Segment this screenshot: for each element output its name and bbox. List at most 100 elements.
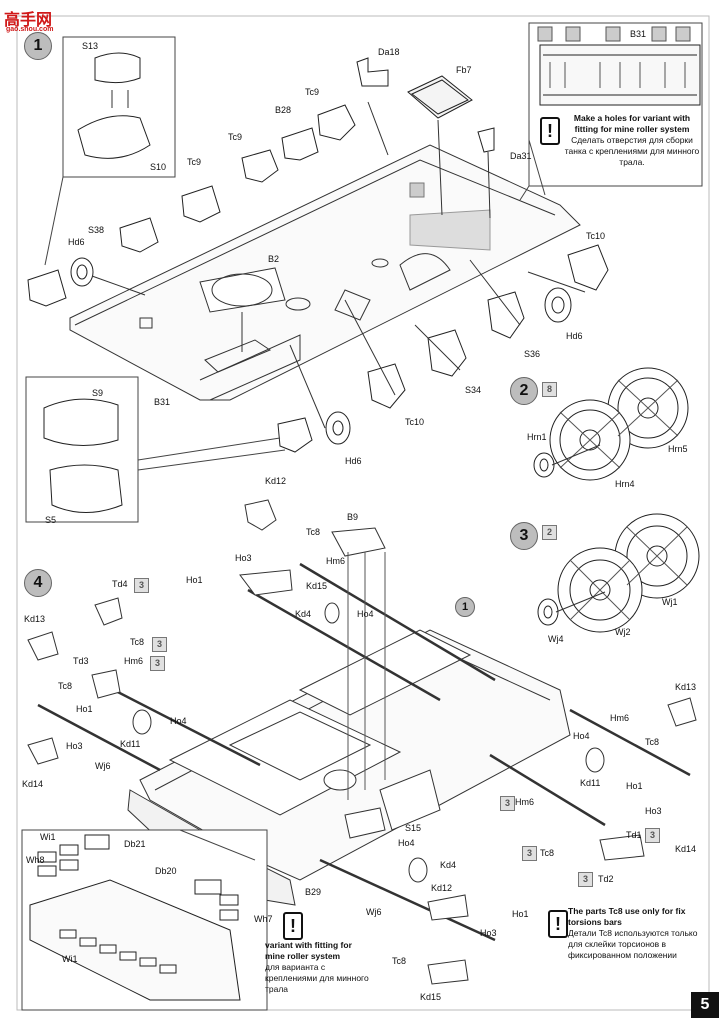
tc8-note-ru: Детали Tc8 используются только для склей… bbox=[568, 928, 698, 960]
part-label: Wj6 bbox=[366, 907, 382, 917]
variant-note-en: variant with fitting for mine roller sys… bbox=[265, 940, 352, 961]
part-label: Tc8 bbox=[130, 637, 145, 647]
watermark-url: gao.shou.com bbox=[6, 26, 54, 33]
part-label: B2 bbox=[268, 254, 280, 264]
part-label: S5 bbox=[45, 515, 57, 525]
step-ref-badge: 1 bbox=[455, 597, 475, 617]
part-label: Db21 bbox=[124, 839, 146, 849]
part-label: Wi1 bbox=[62, 954, 78, 964]
quantity-marker: 3 bbox=[645, 828, 660, 843]
tc8-note-en: The parts Tc8 use only for fix torsions … bbox=[568, 906, 686, 927]
warning-icon: ! bbox=[283, 912, 303, 940]
part-label: Kd15 bbox=[420, 992, 442, 1002]
quantity-marker: 3 bbox=[134, 578, 149, 593]
part-label: B9 bbox=[347, 512, 359, 522]
part-label: Kd14 bbox=[22, 779, 44, 789]
part-label: Hrn5 bbox=[668, 444, 688, 454]
step-2-badge: 2 bbox=[510, 377, 538, 405]
variant-note: variant with fitting for mine roller sys… bbox=[265, 940, 370, 995]
part-label: Hm6 bbox=[610, 713, 630, 723]
part-label: Kd11 bbox=[580, 778, 601, 788]
step-4-badge: 4 bbox=[24, 569, 52, 597]
part-label: Kd4 bbox=[440, 860, 457, 870]
part-label: Hm6 bbox=[124, 656, 144, 666]
quantity-marker: 3 bbox=[578, 872, 593, 887]
part-label: Wj4 bbox=[548, 634, 564, 644]
part-label: Kd12 bbox=[431, 883, 453, 893]
part-label: Kd15 bbox=[306, 581, 328, 591]
part-label: Hrn1 bbox=[527, 432, 547, 442]
part-label: Tc8 bbox=[306, 527, 321, 537]
part-label: Td4 bbox=[112, 579, 128, 589]
chassis bbox=[127, 629, 571, 906]
part-label: Tc9 bbox=[228, 132, 243, 142]
part-label: Tc10 bbox=[405, 417, 425, 427]
part-label: Tc10 bbox=[586, 231, 606, 241]
part-label: Td2 bbox=[598, 874, 614, 884]
part-label: Td1 bbox=[626, 830, 642, 840]
part-label: Ho3 bbox=[645, 806, 662, 816]
part-label: Ho1 bbox=[186, 575, 203, 585]
part-label: Tc8 bbox=[392, 956, 407, 966]
part-label: Kd14 bbox=[675, 844, 697, 854]
part-label: S13 bbox=[82, 41, 99, 51]
part-label: Wj6 bbox=[95, 761, 111, 771]
part-label: Db20 bbox=[155, 866, 177, 876]
part-label: Kd13 bbox=[24, 614, 46, 624]
part-label: Ho4 bbox=[357, 609, 374, 619]
part-label: S15 bbox=[405, 823, 422, 833]
part-label: Tc8 bbox=[540, 848, 555, 858]
quantity-marker: 8 bbox=[542, 382, 557, 397]
part-label: Kd11 bbox=[120, 739, 141, 749]
part-label: Ho3 bbox=[235, 553, 252, 563]
part-label: Hrn4 bbox=[615, 479, 635, 489]
hull-bottom-plate bbox=[69, 144, 581, 401]
part-label: Kd12 bbox=[265, 476, 287, 486]
part-label: B28 bbox=[275, 105, 292, 115]
suspension-brackets bbox=[27, 104, 609, 453]
part-label: Wi1 bbox=[40, 832, 56, 842]
part-label: Wj1 bbox=[662, 597, 678, 607]
part-label: Da18 bbox=[378, 47, 400, 57]
mine-roller-note-en: Make a holes for variant with fitting fo… bbox=[573, 113, 691, 134]
part-label: Ho4 bbox=[573, 731, 590, 741]
part-label: Tc8 bbox=[58, 681, 73, 691]
step-1-badge: 1 bbox=[24, 32, 52, 60]
part-label: Wh8 bbox=[26, 855, 45, 865]
part-label: Hd6 bbox=[566, 331, 583, 341]
part-label: Ho4 bbox=[170, 716, 187, 726]
mine-roller-note: Make a holes for variant with fitting fo… bbox=[562, 113, 702, 168]
warning-icon: ! bbox=[540, 117, 560, 145]
road-wheels bbox=[533, 367, 700, 633]
part-label: Ho1 bbox=[512, 909, 529, 919]
part-label: Ho3 bbox=[480, 928, 497, 938]
part-label: S38 bbox=[88, 225, 105, 235]
watermark-logo: 高手网 bbox=[4, 12, 53, 29]
part-label: Da31 bbox=[510, 151, 532, 161]
part-label: Hm6 bbox=[515, 797, 535, 807]
quantity-marker: 2 bbox=[542, 525, 557, 540]
warning-icon: ! bbox=[548, 910, 568, 938]
quantity-marker: 3 bbox=[522, 846, 537, 861]
part-label: Wh7 bbox=[254, 914, 273, 924]
part-label: Hd6 bbox=[68, 237, 85, 247]
part-label: Hd6 bbox=[345, 456, 362, 466]
part-label: B31 bbox=[630, 29, 647, 39]
part-label: B29 bbox=[305, 887, 322, 897]
part-label: Td3 bbox=[73, 656, 89, 666]
quantity-marker: 3 bbox=[152, 637, 167, 652]
part-label: Hm6 bbox=[326, 556, 346, 566]
page-number: 5 bbox=[691, 992, 719, 1018]
step-3-badge: 3 bbox=[510, 522, 538, 550]
part-label: S36 bbox=[524, 349, 541, 359]
quantity-marker: 3 bbox=[500, 796, 515, 811]
part-label: Kd13 bbox=[675, 682, 697, 692]
part-label: Ho4 bbox=[398, 838, 415, 848]
part-label: Ho1 bbox=[76, 704, 93, 714]
part-label: Tc8 bbox=[645, 737, 660, 747]
part-label: S34 bbox=[465, 385, 482, 395]
part-label: Tc9 bbox=[187, 157, 202, 167]
part-label: Ho3 bbox=[66, 741, 83, 751]
